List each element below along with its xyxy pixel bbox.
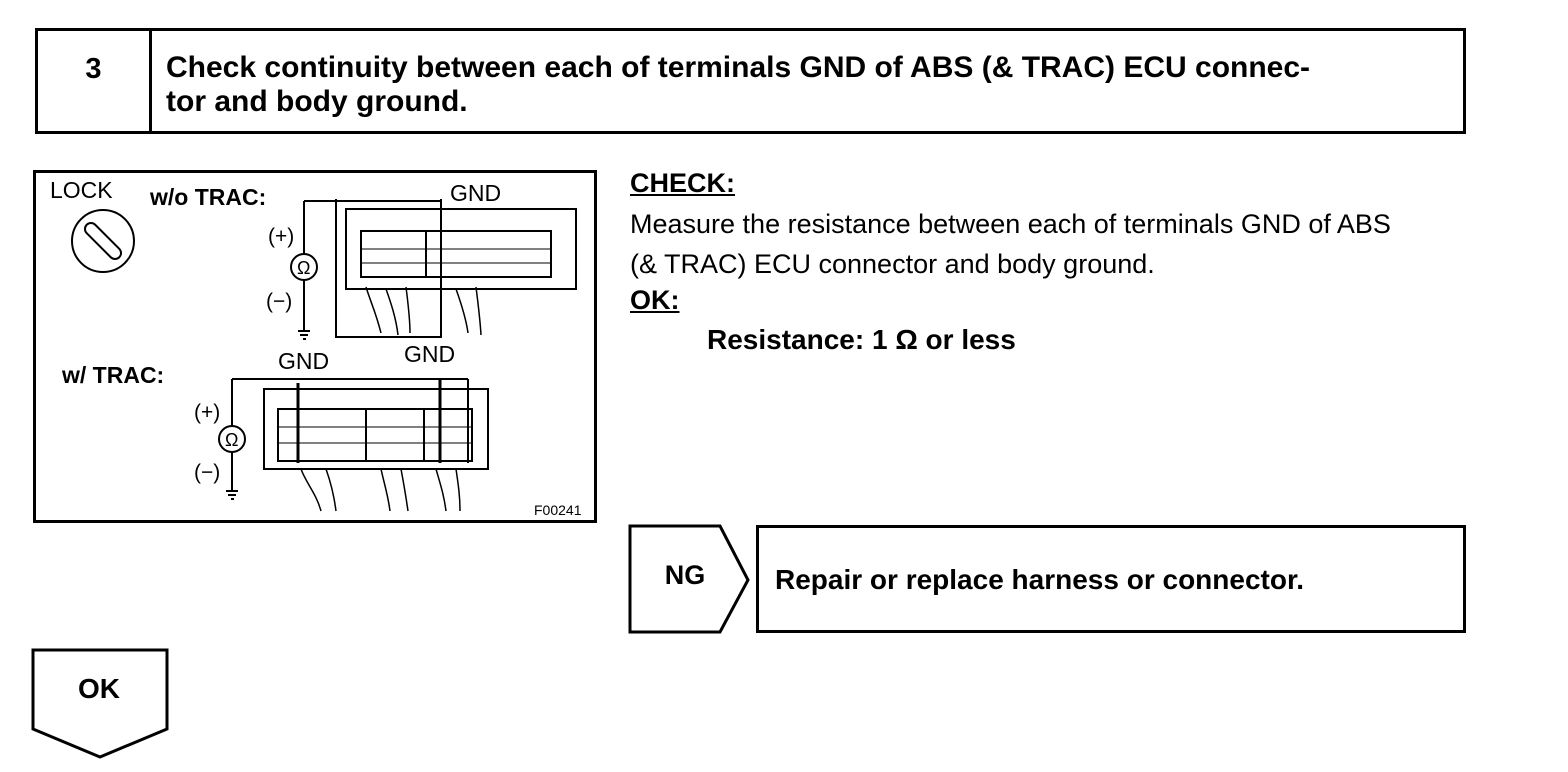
- step-title-line-1: Check continuity between each of termina…: [166, 51, 1311, 84]
- wiring-illustration: LOCK w/o TRAC: GND (+) Ω (−) w/ TRAC: GN…: [33, 170, 597, 523]
- minus-label-lower: (−): [194, 461, 220, 484]
- gnd-label-lower-right: GND: [404, 341, 455, 367]
- ohm-symbol-lower: Ω: [225, 430, 238, 450]
- plus-label-lower: (+): [194, 401, 220, 424]
- ng-result-text: Repair or replace harness or connector.: [775, 564, 1305, 595]
- minus-label-upper: (−): [266, 290, 292, 313]
- ok-spec-label: OK:: [630, 285, 680, 315]
- figure-code: F00241: [534, 502, 582, 518]
- gnd-label-lower-left: GND: [278, 348, 329, 374]
- ng-result-box: Repair or replace harness or connector.: [756, 525, 1466, 633]
- step-title: Check continuity between each of termina…: [166, 51, 1456, 119]
- ecu-connector-lower: [263, 379, 489, 512]
- ok-label: OK: [78, 673, 120, 704]
- resistance-spec: Resistance: 1 Ω or less: [707, 324, 1016, 355]
- lock-label: LOCK: [50, 177, 113, 203]
- ng-arrow-shape: [628, 524, 750, 634]
- gnd-label-upper: GND: [450, 180, 501, 206]
- wo-trac-label: w/o TRAC:: [149, 184, 266, 210]
- ohm-symbol-upper: Ω: [297, 258, 310, 278]
- w-trac-label: w/ TRAC:: [61, 362, 164, 388]
- ignition-lock-icon: [71, 209, 135, 273]
- check-instructions: Measure the resistance between each of t…: [630, 204, 1510, 284]
- step-number: 3: [38, 31, 152, 131]
- step-header: 3 Check continuity between each of termi…: [35, 28, 1466, 134]
- check-label: CHECK:: [630, 168, 735, 198]
- check-line-1: Measure the resistance between each of t…: [630, 209, 1391, 239]
- ecu-connector-upper: [335, 199, 577, 338]
- plus-label-upper: (+): [268, 225, 294, 248]
- ng-label: NG: [664, 560, 706, 590]
- illustration-drawing: LOCK w/o TRAC: GND (+) Ω (−) w/ TRAC: GN…: [50, 177, 582, 518]
- step-title-line-2: tor and body ground.: [166, 85, 468, 118]
- check-line-2: (& TRAC) ECU connector and body ground.: [630, 249, 1155, 279]
- ok-arrow-shape: [31, 648, 169, 759]
